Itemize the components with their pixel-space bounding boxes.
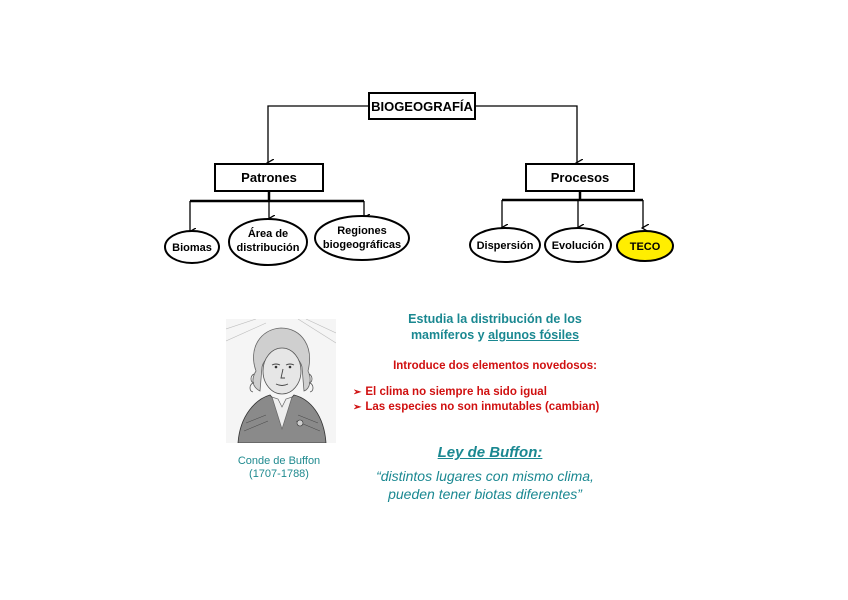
list-item-text: El clima no siempre ha sido igual: [365, 386, 547, 398]
introduces-heading: Introduce dos elementos novedosos:: [393, 360, 597, 372]
oval-teco: [616, 230, 674, 262]
oval-area-distribucion: [228, 218, 308, 266]
root-label: BIOGEOGRAFÍA: [371, 99, 473, 114]
law-quote-line2: pueden tener biotas diferentes”: [388, 486, 582, 502]
oval-biomas-label: Biomas: [172, 242, 212, 254]
caption-name: Conde de Buffon: [237, 455, 321, 467]
oval-area-line2: distribución: [237, 242, 300, 254]
oval-regiones-biogeograficas: [314, 215, 410, 261]
connector-right: [475, 105, 577, 163]
patrones-label: Patrones: [241, 170, 297, 185]
oval-biomas: [164, 230, 220, 264]
oval-area-line1: Área de: [248, 227, 288, 240]
oval-teco-label: TECO: [630, 241, 661, 253]
portrait-caption: Conde de Buffon (1707-1788): [214, 455, 344, 481]
law-title: Ley de Buffon:: [437, 444, 543, 461]
list-item: ➢Las especies no son inmutables (cambian…: [353, 400, 653, 415]
biogeography-diagram: BIOGEOGRAFÍA Patrones Procesos Biomas Ár…: [164, 92, 674, 266]
law-quote: “distintos lugares con mismo clima, pued…: [330, 467, 640, 503]
procesos-label: Procesos: [551, 170, 610, 185]
connector-left: [268, 105, 369, 163]
oval-regiones-line1: Regiones: [337, 225, 387, 237]
oval-dispersion: [469, 227, 541, 263]
list-item: ➢El clima no siempre ha sido igual: [353, 385, 653, 400]
oval-dispersion-label: Dispersión: [477, 240, 534, 252]
list-item-text: Las especies no son inmutables (cambian): [365, 401, 600, 413]
oval-evolucion: [544, 227, 612, 263]
buffon-portrait: [226, 319, 336, 443]
novelties-list: ➢El clima no siempre ha sido igual ➢Las …: [353, 385, 653, 415]
oval-evolucion-label: Evolución: [552, 240, 605, 252]
studies-line2-b: algunos fósiles: [488, 328, 580, 342]
studies-line2: mamíferos y algunos fósiles: [350, 327, 640, 343]
law-quote-line1: “distintos lugares con mismo clima,: [376, 468, 594, 484]
chevron-right-icon: ➢: [353, 387, 362, 398]
chevron-right-icon: ➢: [353, 402, 362, 413]
studies-line1: Estudia la distribución de los: [408, 312, 582, 326]
studies-line2-a: mamíferos y: [410, 328, 489, 342]
studies-text: Estudia la distribución de los mamíferos…: [350, 311, 640, 343]
caption-years: (1707-1788): [249, 468, 309, 480]
oval-regiones-line2: biogeográficas: [323, 239, 401, 251]
